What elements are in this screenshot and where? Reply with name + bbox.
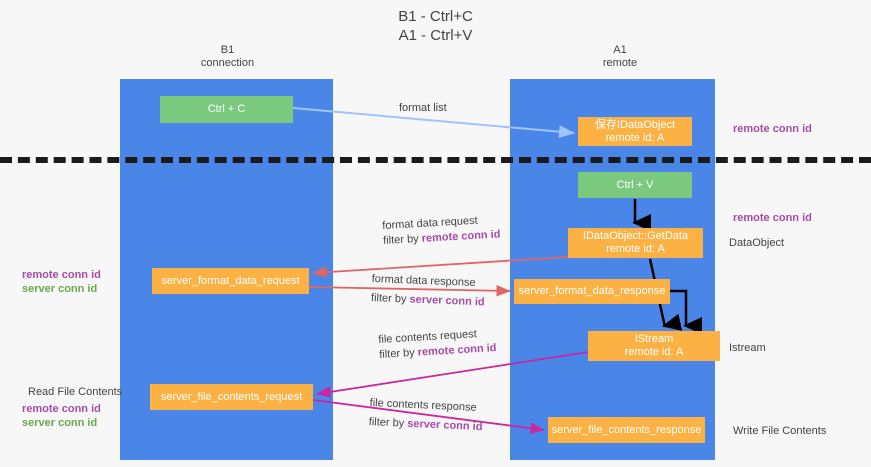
connector-response-to-istream — [670, 289, 703, 335]
annotation-left-remote-conn-id-1: remote conn id — [22, 269, 101, 281]
edge-label-format-data-response: format data response filter by server co… — [371, 272, 486, 310]
annotation-left-remote-conn-id-2: remote conn id — [22, 403, 101, 415]
lane-header-a1-name: A1 — [613, 44, 627, 56]
edge-label-format-list: format list — [399, 101, 447, 116]
node-server-file-contents-response[interactable]: server_file_contents_response — [548, 417, 705, 443]
title-line-2: A1 - Ctrl+V — [398, 27, 473, 44]
edge-label-file-contents-response-filter-prefix: filter by — [368, 415, 408, 430]
connector-format-data-request — [312, 256, 569, 278]
node-idataobject-getdata[interactable]: IDataObject::GetData remote id: A — [568, 228, 703, 258]
lane-header-a1-role: remote — [602, 57, 638, 69]
node-ctrl-c[interactable]: Ctrl + C — [160, 96, 293, 123]
edge-label-format-data-request-filter-key: remote conn id — [421, 228, 501, 245]
node-istream[interactable]: IStream remote id: A — [588, 331, 720, 361]
lane-header-b1-role: connection — [200, 57, 255, 69]
edge-label-format-data-response-filter-key: server conn id — [409, 293, 485, 309]
node-idataobject-getdata-line2: remote id: A — [606, 243, 665, 255]
annotation-remote-conn-id-mid: remote conn id — [733, 212, 812, 224]
node-server-file-contents-response-label: server_file_contents_response — [551, 423, 702, 436]
connector-format-data-response — [308, 284, 511, 297]
page-title: B1 - Ctrl+C A1 - Ctrl+V — [0, 7, 871, 45]
node-ctrl-c-label: Ctrl + C — [207, 103, 246, 115]
node-idataobject-getdata-line1: IDataObject::GetData — [582, 230, 689, 242]
lane-header-a1: A1 remote — [545, 44, 695, 70]
edge-label-format-data-response-text: format data response — [371, 272, 476, 289]
connector-file-contents-request — [316, 351, 589, 398]
node-server-file-contents-request-label: server_file_contents_request — [160, 390, 303, 403]
node-ctrl-v[interactable]: Ctrl + V — [578, 172, 692, 198]
node-server-format-data-request[interactable]: server_format_data_request — [152, 268, 309, 294]
edge-label-file-contents-response: file contents response filter by server … — [368, 396, 483, 435]
node-save-idataobject[interactable]: 保存IDataObject remote id: A — [578, 117, 692, 146]
annotation-istream: Istream — [729, 342, 766, 354]
annotation-left-server-conn-id-1: server conn id — [22, 283, 98, 295]
node-ctrl-v-label: Ctrl + V — [616, 178, 654, 191]
node-istream-line1: IStream — [634, 333, 674, 345]
lane-header-b1-name: B1 — [220, 44, 235, 56]
annotation-left-conn-ids-2: remote conn id server conn id — [22, 402, 101, 430]
annotation-remote-conn-id-top: remote conn id — [733, 123, 812, 135]
edge-label-file-contents-request-filter-key: remote conn id — [417, 342, 497, 359]
node-server-file-contents-request[interactable]: server_file_contents_request — [150, 384, 313, 410]
edge-label-format-data-response-filter-prefix: filter by — [370, 291, 410, 306]
node-save-idataobject-line2: remote id: A — [605, 131, 665, 144]
edge-label-file-contents-response-filter-key: server conn id — [407, 417, 483, 434]
node-server-format-data-request-label: server_format_data_request — [161, 274, 300, 287]
node-server-format-data-response[interactable]: server_format_data_response — [514, 279, 670, 304]
node-save-idataobject-line1: 保存IDataObject — [594, 118, 676, 131]
annotation-left-conn-ids-1: remote conn id server conn id — [22, 268, 101, 296]
node-server-format-data-response-label: server_format_data_response — [518, 285, 666, 297]
lane-header-b1: B1 connection — [150, 44, 305, 70]
phase-divider — [0, 157, 871, 163]
annotation-read-file-contents: Read File Contents — [28, 386, 123, 398]
edge-label-format-list-text: format list — [399, 102, 447, 114]
connector-file-contents-response — [312, 399, 545, 434]
edge-label-format-data-request-filter-prefix: filter by — [382, 232, 423, 247]
node-istream-line2: remote id: A — [624, 346, 684, 358]
annotation-dataobject: DataObject — [729, 237, 785, 249]
title-line-1: B1 - Ctrl+C — [398, 8, 473, 25]
connector-format-list — [292, 107, 575, 139]
annotation-write-file-contents: Write File Contents — [733, 425, 827, 437]
annotation-left-server-conn-id-2: server conn id — [22, 417, 98, 429]
edge-label-file-contents-request-filter-prefix: filter by — [378, 346, 419, 361]
